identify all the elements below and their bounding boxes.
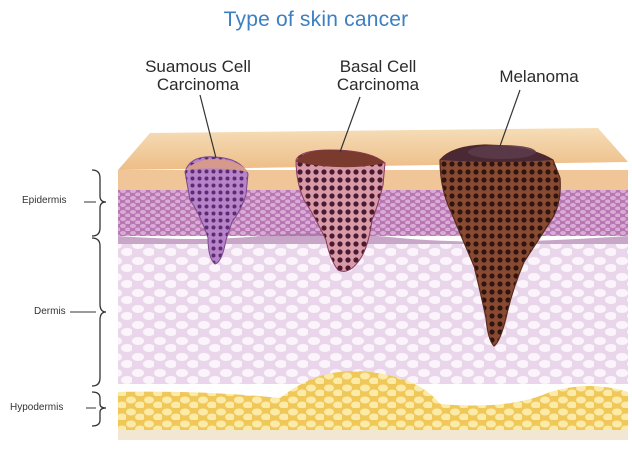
dermis-layer (118, 244, 628, 384)
basal-label: Basal Cell Carcinoma (318, 58, 438, 94)
diagram-title: Type of skin cancer (0, 8, 632, 32)
hypodermis-label: Hypodermis (10, 402, 63, 413)
melanoma-label: Melanoma (484, 68, 594, 86)
basal-label-line1: Basal Cell (318, 58, 438, 76)
squamous-label-line2: Carcinoma (128, 76, 268, 94)
dermis-label: Dermis (34, 306, 66, 317)
basal-label-line2: Carcinoma (318, 76, 438, 94)
epidermis-label: Epidermis (22, 195, 66, 206)
hypodermis-brace (92, 392, 106, 426)
melanoma-label-line1: Melanoma (484, 68, 594, 86)
squamous-label: Suamous Cell Carcinoma (128, 58, 268, 94)
squamous-label-line1: Suamous Cell (128, 58, 268, 76)
epidermis-brace (92, 170, 106, 236)
